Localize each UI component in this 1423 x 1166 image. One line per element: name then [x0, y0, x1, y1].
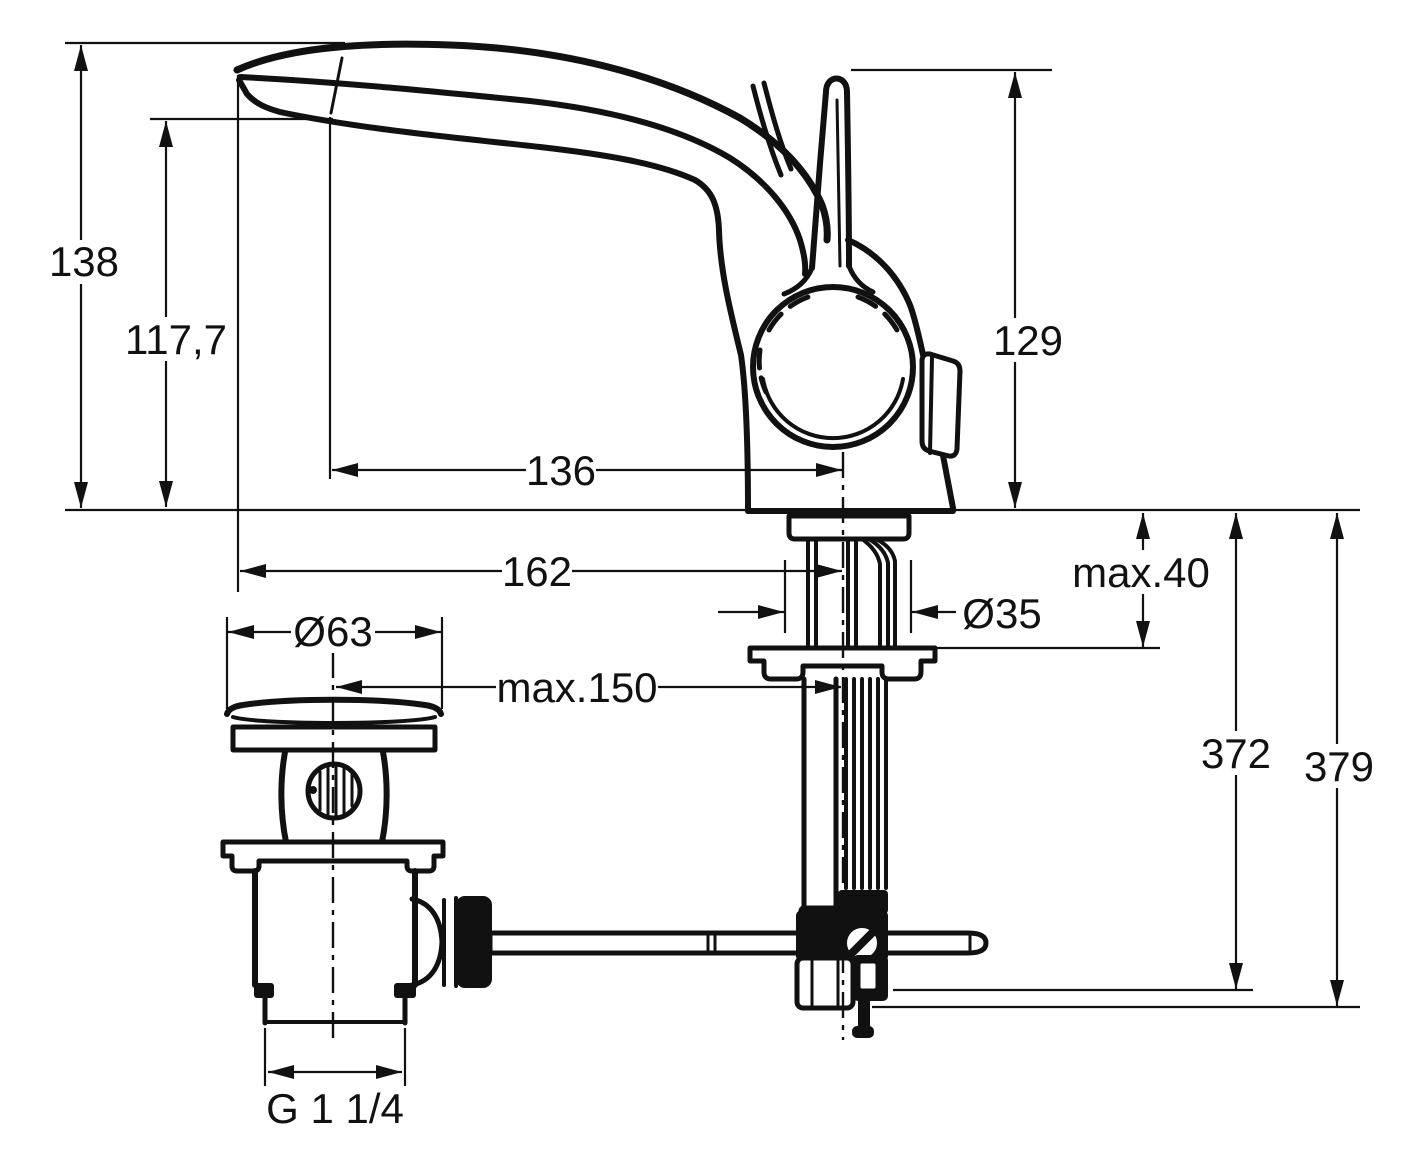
dim-body-height-label: 129 — [993, 317, 1063, 364]
arrow-left-d35 — [912, 605, 938, 619]
rod-joint-ticks — [706, 931, 972, 955]
pull-rod-guide-tube — [801, 676, 839, 911]
ball-joint-dashed-arc-side — [756, 347, 769, 395]
arrow-up-372 — [1229, 513, 1243, 539]
arrow-left-d63 — [228, 625, 254, 639]
dim-deck-thickness-label: max.40 — [1072, 549, 1210, 596]
supply-hoses-lower — [844, 677, 888, 890]
arrow-down-372 — [1229, 963, 1243, 989]
lever-flare-left — [781, 265, 815, 297]
bg-136 — [526, 448, 596, 492]
spout-underside-body-left — [236, 77, 751, 514]
shank-tube-lines — [806, 537, 858, 650]
arrow-right-162 — [816, 564, 842, 578]
dim-spout-reach-label: 136 — [526, 447, 596, 494]
lever-left-edge — [809, 89, 829, 271]
vertical-rod-foot — [852, 1026, 874, 1038]
lever-back-detail — [750, 83, 784, 178]
vertical-rod — [858, 998, 870, 1030]
dim-spout-height-label: 117,7 — [125, 316, 227, 363]
arrow-down-max40 — [1136, 621, 1150, 647]
lever-right-edge — [844, 89, 852, 269]
arrow-right-max150 — [815, 680, 841, 694]
lever-top-cap — [823, 75, 850, 95]
waste-body-step-left — [254, 983, 274, 998]
arrow-up-max40 — [1136, 513, 1150, 539]
bg-d63 — [291, 609, 375, 653]
arrow-up-138 — [74, 45, 88, 71]
bg-129 — [993, 318, 1063, 362]
dim-rod-reach-label: max.150 — [496, 664, 657, 711]
arrow-right-d63 — [415, 625, 441, 639]
arrow-down-379 — [1330, 980, 1344, 1006]
hex-nut — [794, 955, 856, 1011]
lever-back-detail-2 — [761, 80, 794, 172]
label-backgrounds — [49, 240, 1374, 788]
waste-body-walls — [252, 868, 418, 988]
horizontal-rod-right — [885, 930, 989, 956]
dim-total-height-label: 138 — [49, 238, 119, 285]
dim-tip-reach-label: 162 — [502, 548, 572, 595]
reference-lines — [65, 41, 1360, 1086]
bg-379 — [1304, 744, 1374, 788]
arrow-down-138 — [74, 482, 88, 508]
overflow-window-hatch — [318, 763, 354, 819]
bg-117-7 — [123, 317, 229, 361]
arrow-left-max150 — [336, 680, 362, 694]
base-plinth — [786, 513, 912, 542]
arrow-down-117-7 — [159, 481, 173, 507]
arrow-right-136 — [816, 463, 842, 477]
side-tab — [919, 351, 963, 459]
spout-top-edge — [233, 40, 831, 244]
ball-joint-dashed-arc-left — [766, 294, 811, 333]
clamp-screw-slot — [848, 929, 876, 957]
arrow-left-136 — [332, 463, 358, 477]
ball-joint-circle — [750, 284, 916, 450]
spout-inner-edge — [237, 74, 809, 277]
dim-thread-size-label: G 1 1/4 — [266, 1085, 404, 1132]
arrow-right-d35 — [758, 605, 784, 619]
bg-max40 — [1071, 550, 1211, 594]
horizontal-rod-left — [487, 930, 843, 956]
arrow-right-thread — [376, 1065, 402, 1079]
side-tab-inner-line — [928, 355, 934, 455]
spout-section-tick — [329, 56, 344, 115]
overflow-window-pin — [309, 786, 317, 794]
lever-flare-right — [846, 263, 876, 295]
hose-coupling-block — [838, 890, 888, 914]
hex-nut-facets — [810, 956, 840, 1010]
arrow-left-162 — [240, 564, 266, 578]
lever-inner-line — [835, 98, 842, 268]
arrow-left-thread — [268, 1065, 294, 1079]
arrow-up-117-7 — [159, 121, 173, 147]
tailpipe-walls — [262, 993, 408, 1026]
centerlines — [331, 452, 845, 1044]
waste-side-outlet-cylinder — [442, 896, 458, 988]
waste-waist-right — [379, 749, 390, 845]
ball-joint-inner-arc — [761, 377, 905, 441]
bg-372 — [1201, 731, 1271, 775]
dim-hole-diameter-label: Ø35 — [962, 590, 1041, 637]
bg-162 — [502, 549, 572, 593]
supply-hoses-upper — [860, 537, 897, 650]
bg-max150 — [496, 665, 658, 709]
knurled-nut — [456, 896, 492, 988]
faucet-outline — [233, 40, 963, 514]
bg-138 — [49, 240, 119, 284]
arrow-up-129 — [1008, 72, 1022, 98]
lower-clamp-slot — [857, 960, 879, 992]
dim-overall-length-label: 379 — [1304, 743, 1374, 790]
arrow-down-129 — [1008, 482, 1022, 508]
dimension-labels: 138 117,7 129 136 162 Ø35 max.40 Ø63 max… — [49, 238, 1374, 1132]
mounting-flange — [747, 645, 938, 682]
dim-hose-length-label: 372 — [1201, 730, 1271, 777]
waste-assembly — [220, 696, 492, 1026]
pop-up-linkage — [487, 890, 989, 1038]
dim-cap-diameter-label: Ø63 — [293, 608, 372, 655]
waste-waist-left — [278, 749, 289, 845]
arrow-up-379 — [1330, 513, 1344, 539]
ball-joint-dashed-arc-right — [855, 294, 903, 339]
